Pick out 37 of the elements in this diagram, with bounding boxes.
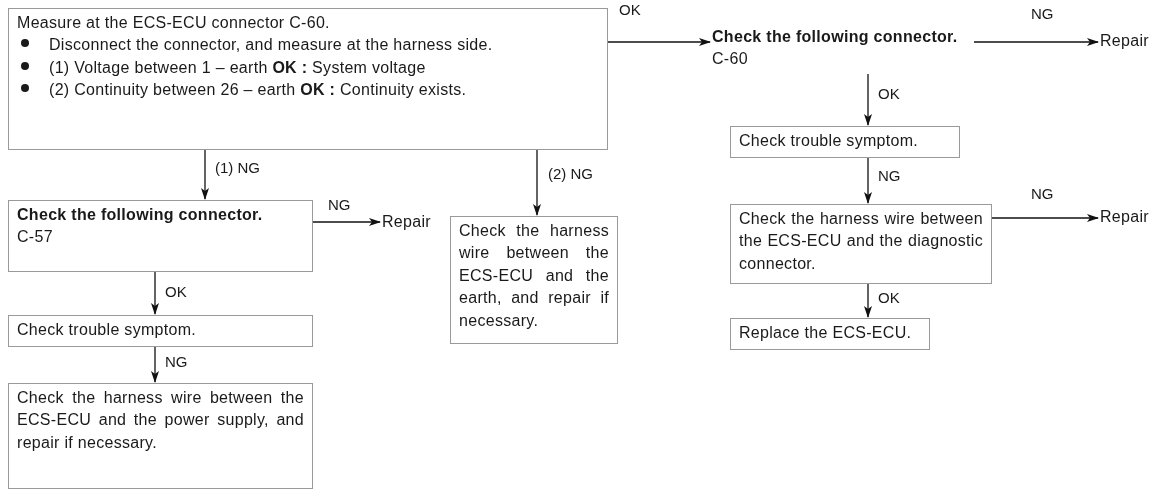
- step-text: (1) Voltage between 1 – earth OK : System voltage: [49, 57, 426, 78]
- arrow: [312, 218, 381, 226]
- arrow: [864, 73, 872, 126]
- step-text: Check the following connector. C-60: [712, 28, 958, 68]
- process-box: [8, 315, 313, 347]
- arrow: [864, 283, 872, 318]
- step-text: Disconnect the connector, and measure at the harness side.: [49, 35, 493, 56]
- step-text: (2) Continuity between 26 – earth OK : Continuity exists.: [49, 80, 467, 101]
- step-text: Check the harness wire between the ECS-ECU and the earth, and repair if necessary.: [459, 222, 609, 329]
- arrow: [533, 149, 541, 216]
- process-box: [8, 383, 313, 489]
- process-box: [730, 318, 930, 350]
- step-text: Repair: [1100, 32, 1149, 49]
- step-text: Repair: [382, 213, 431, 230]
- step-text: Replace the ECS-ECU.: [739, 324, 912, 341]
- arrow: [864, 157, 872, 204]
- arrow: [991, 214, 1099, 222]
- step-text: C-57: [17, 228, 53, 246]
- edge-label: (2) NG: [547, 166, 594, 183]
- step-text: Repair: [1100, 208, 1149, 225]
- step-text: Check trouble symptom.: [739, 132, 919, 149]
- arrow: [607, 38, 711, 46]
- process-box: [730, 204, 992, 284]
- process-box: [450, 216, 618, 344]
- step-text: Check the harness wire between the ECS-ECU and the power supply, and repair if necessary.: [17, 389, 304, 451]
- step-text: Check the harness wire between the ECS-ECU and the diagnostic connector.: [739, 210, 983, 272]
- arrow: [151, 271, 159, 315]
- arrow: [973, 38, 1099, 46]
- step-text: Check the following connector.: [17, 206, 263, 223]
- edge-label: (1) NG: [214, 160, 261, 177]
- process-box: [8, 8, 608, 150]
- step-text: Check trouble symptom.: [17, 321, 197, 338]
- process-box: [8, 200, 313, 272]
- arrow: [151, 346, 159, 383]
- step-text: Measure at the ECS-ECU connector C-60.: [17, 14, 330, 31]
- process-box: [730, 126, 960, 158]
- arrow: [201, 149, 209, 200]
